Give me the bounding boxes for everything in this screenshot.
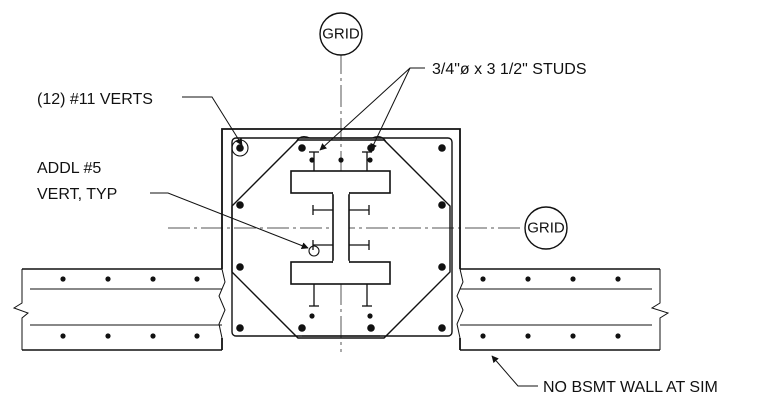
steel-column xyxy=(290,170,391,285)
studs-leader-2 xyxy=(370,67,411,151)
octagonal-tie xyxy=(231,139,451,339)
addl-vert-ring xyxy=(308,245,320,257)
addl-leader xyxy=(150,192,309,249)
leader-lines xyxy=(150,67,538,387)
shear-studs xyxy=(309,151,372,307)
addl-vert-label-line2: VERT, TYP xyxy=(37,186,117,203)
verts-leader xyxy=(182,96,243,146)
grid-bubble-right: GRID xyxy=(524,206,568,250)
pilaster-outline xyxy=(218,128,464,350)
additional-5-verts xyxy=(309,157,373,319)
wall-rebar-dots xyxy=(60,276,621,339)
grid-bubble-top: GRID xyxy=(319,12,363,56)
studs-label: 3/4"ø x 3 1/2" STUDS xyxy=(432,61,587,78)
addl-vert-label-line1: ADDL #5 xyxy=(37,160,101,177)
cross-ties xyxy=(295,136,387,337)
grid-bubble-right-label: GRID xyxy=(527,220,565,237)
verts-label: (12) #11 VERTS xyxy=(37,91,153,108)
no-bsmt-label: NO BSMT WALL AT SIM xyxy=(543,379,718,396)
no-bsmt-leader xyxy=(491,355,538,387)
grid-bubble-top-label: GRID xyxy=(322,26,360,43)
basement-wall-left xyxy=(12,268,222,351)
basement-wall-right xyxy=(460,268,670,351)
